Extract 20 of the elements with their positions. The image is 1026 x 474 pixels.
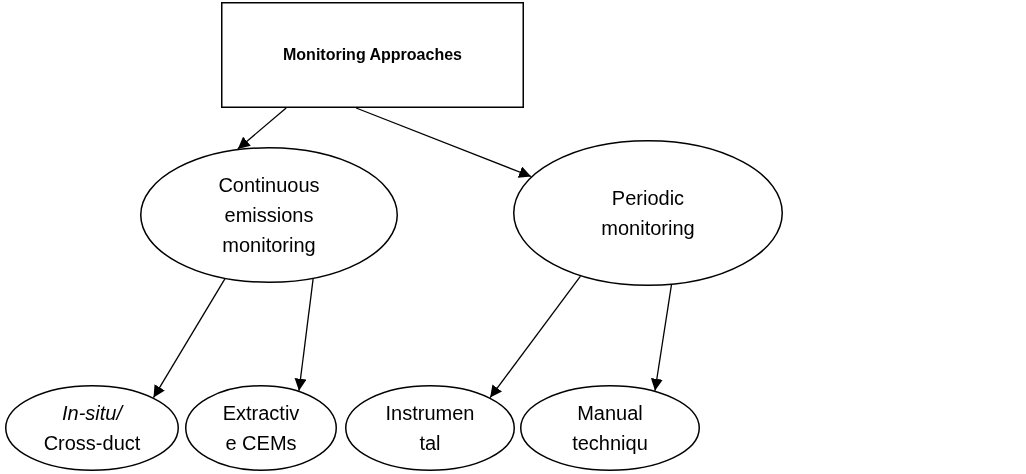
ellipse-node — [140, 147, 398, 283]
node-text: In-situ/ Cross-duct — [42, 401, 142, 456]
ellipse-node — [185, 385, 337, 471]
ellipse-node — [5, 385, 179, 471]
ellipse-node — [520, 385, 700, 471]
arrow — [650, 284, 673, 392]
ellipse-node — [513, 140, 783, 286]
node-text: Continuous emissions monitoring — [217, 173, 321, 258]
ellipse-node — [345, 385, 515, 471]
node-text: Monitoring Approaches — [282, 45, 463, 65]
arrow — [237, 107, 287, 150]
arrow — [489, 275, 582, 399]
arrow — [294, 278, 314, 392]
node-text: Instrumen tal — [384, 401, 476, 456]
arrow — [152, 278, 226, 399]
node-text: Extractiv e CEMs — [221, 401, 301, 456]
node-text: Periodic monitoring — [600, 186, 696, 241]
node-text: Manual techniqu — [571, 401, 649, 456]
title-box — [221, 2, 524, 108]
arrow — [355, 107, 532, 178]
